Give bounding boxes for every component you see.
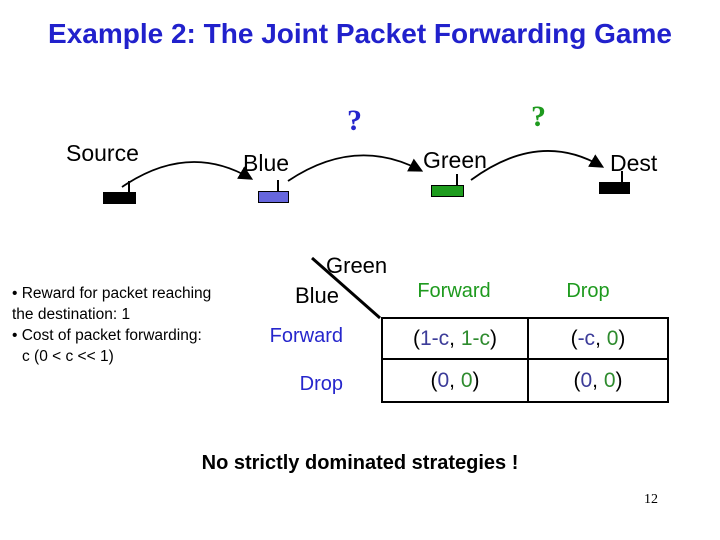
question-mark-green: ? xyxy=(531,100,546,133)
matrix-col-header-drop: Drop xyxy=(566,280,610,302)
slide-title: Example 2: The Joint Packet Forwarding G… xyxy=(48,18,672,49)
question-mark-blue: ? xyxy=(347,104,362,137)
payoff-cell-drop-drop: (0, 0) xyxy=(573,368,623,392)
green-antenna xyxy=(456,174,458,185)
hop-arrow-source-blue xyxy=(121,161,254,188)
matrix-row-player-label: Blue xyxy=(295,283,340,308)
notes-block: • Reward for packet reaching the destina… xyxy=(12,283,274,367)
payoff-matrix-table: (1-c, 1-c) (-c, 0) (0, 0) (0, 0) xyxy=(381,317,669,403)
node-label-dest: Dest xyxy=(610,150,658,176)
matrix-row-header-forward: Forward xyxy=(269,325,343,347)
payoff-cell-forward-drop: (-c, 0) xyxy=(529,319,667,360)
matrix-column-player-label: Green xyxy=(326,253,388,278)
source-antenna xyxy=(128,181,130,192)
conclusion-text: No strictly dominated strategies ! xyxy=(201,452,519,474)
hop-arrow-blue-green xyxy=(287,154,424,182)
note-line: • Reward for packet reaching xyxy=(12,285,212,302)
node-label-source: Source xyxy=(66,140,139,166)
hop-arrow-green-dest xyxy=(470,150,605,181)
source-device-icon xyxy=(103,192,136,204)
payoff-cell-forward-forward: (1-c, 1-c) xyxy=(383,319,529,360)
note-line: • Cost of packet forwarding: xyxy=(12,327,202,344)
page-number: 12 xyxy=(644,492,658,507)
matrix-row-header-drop: Drop xyxy=(299,373,343,395)
green-device-icon xyxy=(431,185,464,197)
note-line: the destination: 1 xyxy=(12,306,131,323)
matrix-col-header-forward: Forward xyxy=(417,280,491,302)
dest-antenna xyxy=(621,171,623,182)
blue-device-icon xyxy=(258,191,289,203)
payoff-cell-drop-forward: (0, 0) xyxy=(383,360,529,401)
note-line: c (0 < c << 1) xyxy=(22,348,114,365)
node-label-green: Green xyxy=(423,147,487,173)
node-label-blue: Blue xyxy=(243,150,290,176)
blue-antenna xyxy=(277,180,279,191)
dest-device-icon xyxy=(599,182,630,194)
